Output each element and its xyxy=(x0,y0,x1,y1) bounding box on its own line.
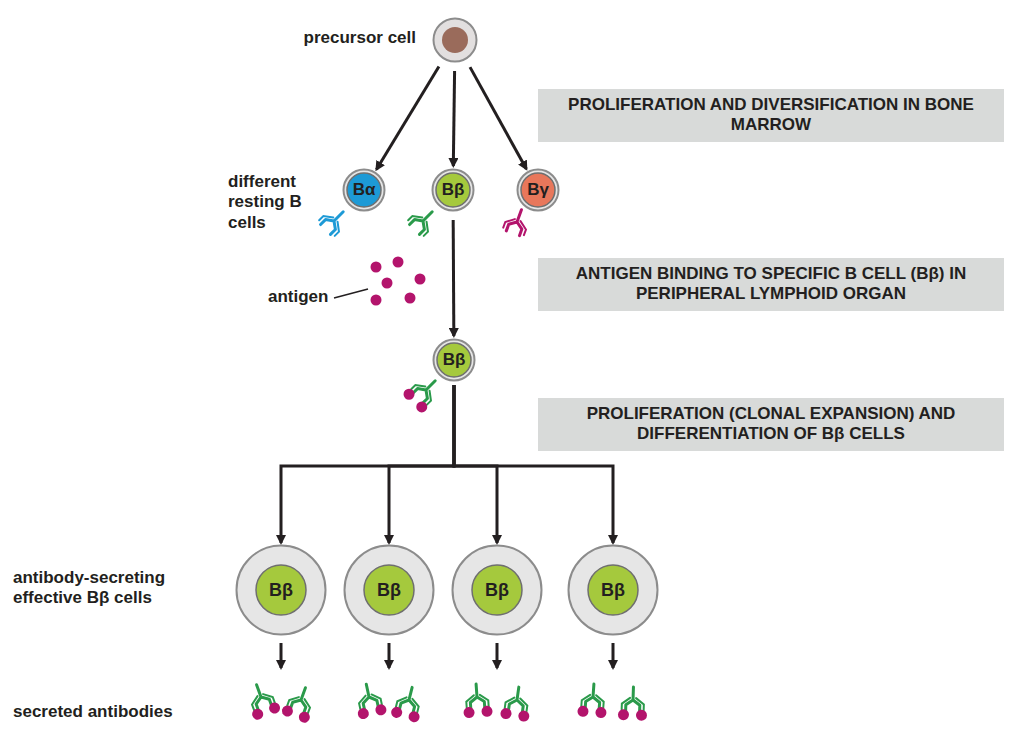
b-cell: Bβ xyxy=(567,544,659,636)
b-cell: Bβ xyxy=(451,544,543,636)
leader-line xyxy=(334,289,368,298)
caption-label: different resting B cells xyxy=(228,172,323,233)
step-band: PROLIFERATION AND DIVERSIFICATION IN BON… xyxy=(538,89,1004,142)
secretion-arrows xyxy=(281,643,613,668)
arrow-connector xyxy=(452,220,456,336)
b-cell: Bβ xyxy=(235,544,327,636)
caption-label: antigen xyxy=(268,287,328,307)
b-cell: Bβ xyxy=(431,168,475,212)
cell-label: precursor cell xyxy=(304,28,416,48)
arrow-connector xyxy=(376,67,438,170)
b-cell: Bβ xyxy=(432,338,476,382)
step-text: PROLIFERATION AND DIVERSIFICATION IN BON… xyxy=(568,95,974,134)
b-cell: Bβ xyxy=(343,544,435,636)
arrow-connector xyxy=(470,67,526,169)
cell-text-holder: Bβ xyxy=(431,168,475,212)
arrow-connector xyxy=(453,71,454,166)
cell-name: Bβ xyxy=(485,580,509,601)
cell-text-holder: Bβ xyxy=(432,338,476,382)
cell-name: Bα xyxy=(353,180,376,200)
cell-name: Bβ xyxy=(601,580,625,601)
arrow-connector xyxy=(389,385,454,543)
arrow-connector xyxy=(281,385,454,543)
cell-text-holder: Bβ xyxy=(567,544,659,636)
caption-label: secreted antibodies xyxy=(13,702,173,722)
cell-outline xyxy=(432,17,478,63)
step-band: ANTIGEN BINDING TO SPECIFIC B CELL (Bβ) … xyxy=(538,258,1004,311)
cell-name: Bγ xyxy=(527,180,549,200)
caption-label: antibody-secreting effective Bβ cells xyxy=(13,568,193,609)
cell-text-holder: Bβ xyxy=(235,544,327,636)
arrow-connector xyxy=(454,385,497,543)
cell-text-holder: Bα xyxy=(342,168,386,212)
antigen-dots xyxy=(371,257,426,306)
b-cell: Bα xyxy=(342,168,386,212)
cell-name: Bβ xyxy=(269,580,293,601)
cell-text-holder: Bβ xyxy=(451,544,543,636)
cell-text-holder: Bγ xyxy=(516,168,560,212)
precursor-cell: precursor cell xyxy=(432,17,478,63)
cell-name: Bβ xyxy=(377,580,401,601)
cell-name: Bβ xyxy=(442,180,465,200)
b-cell: Bγ xyxy=(516,168,560,212)
cell-text-holder: Bβ xyxy=(343,544,435,636)
cell-name: Bβ xyxy=(443,350,466,370)
step-band: PROLIFERATION (CLONAL EXPANSION) AND DIF… xyxy=(538,398,1004,451)
step-text: PROLIFERATION (CLONAL EXPANSION) AND DIF… xyxy=(587,404,956,443)
step-text: ANTIGEN BINDING TO SPECIFIC B CELL (Bβ) … xyxy=(576,264,966,303)
